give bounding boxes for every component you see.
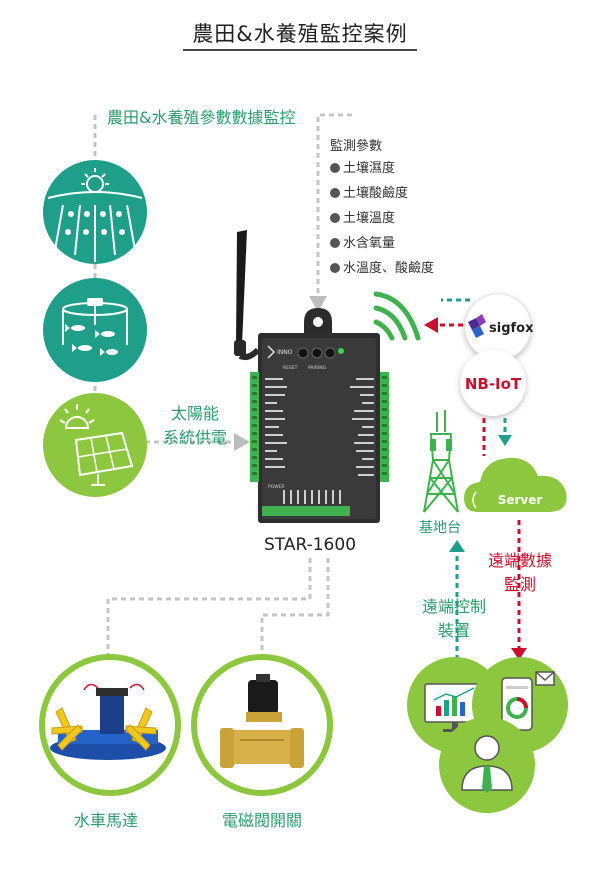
output-connector — [106, 558, 330, 660]
server-label: Server — [498, 493, 543, 507]
nbiot-label: NB-IoT — [465, 375, 522, 393]
solar-panel-icon — [43, 393, 147, 497]
user-icon — [439, 717, 535, 813]
power-label: POWER — [268, 484, 285, 490]
server-cloud-icon — [464, 457, 567, 512]
waterwheel-label: 水車馬達 — [74, 811, 139, 830]
fish-pond-icon — [43, 278, 147, 382]
base-station-arrowhead — [449, 540, 465, 552]
sigfox-arrowhead — [424, 317, 438, 333]
sigfox-label: sigfox — [489, 321, 534, 336]
device-name: STAR-1600 — [264, 535, 357, 555]
remote-data-arrowhead — [511, 648, 527, 660]
bullet-icon — [330, 188, 340, 198]
wireless-signal-icon — [373, 291, 421, 341]
page-title: 農田&水養殖監控案例 — [192, 22, 408, 46]
base-station-label: 基地台 — [419, 520, 461, 536]
remote-control-label: 遠端控制 裝置 — [421, 597, 486, 640]
params-list: 土壤濕度 土壤酸鹼度 土壤溫度 水含氧量 水溫度、酸鹼度 — [330, 161, 434, 286]
waterwheel-motor-icon — [39, 654, 181, 796]
sigfox-logo-icon — [468, 314, 486, 338]
remote-data-label: 遠端數據 監測 — [487, 551, 552, 594]
reset-label: RESET — [283, 365, 298, 371]
pairing-label: PAIRING — [308, 365, 327, 371]
bullet-icon — [330, 163, 340, 173]
solar-arrowhead — [234, 433, 250, 451]
base-station-tower-icon — [423, 410, 459, 513]
field-icon — [43, 160, 147, 264]
param-item: 水含氧量 — [330, 236, 434, 261]
device-brand: INNO — [277, 349, 293, 356]
solar-label: 太陽能 系統供電 — [162, 404, 227, 447]
star-1600-device — [234, 230, 389, 523]
bullet-icon — [330, 213, 340, 223]
bullet-icon — [330, 263, 340, 273]
server-arrowhead — [498, 435, 512, 446]
solenoid-valve-icon — [191, 654, 333, 796]
bullet-icon — [330, 238, 340, 248]
param-item: 土壤酸鹼度 — [330, 186, 434, 211]
param-item: 土壤溫度 — [330, 211, 434, 236]
monitor-arrowhead — [309, 296, 327, 312]
param-item: 土壤濕度 — [330, 161, 434, 186]
monitor-label: 農田&水養殖參數數據監控 — [107, 108, 296, 127]
param-item: 水溫度、酸鹼度 — [330, 261, 434, 286]
valve-label: 電磁閥開關 — [222, 811, 303, 830]
nbiot-badge — [460, 350, 526, 416]
params-title: 監測參數 — [330, 139, 383, 154]
title-underline — [183, 49, 417, 51]
